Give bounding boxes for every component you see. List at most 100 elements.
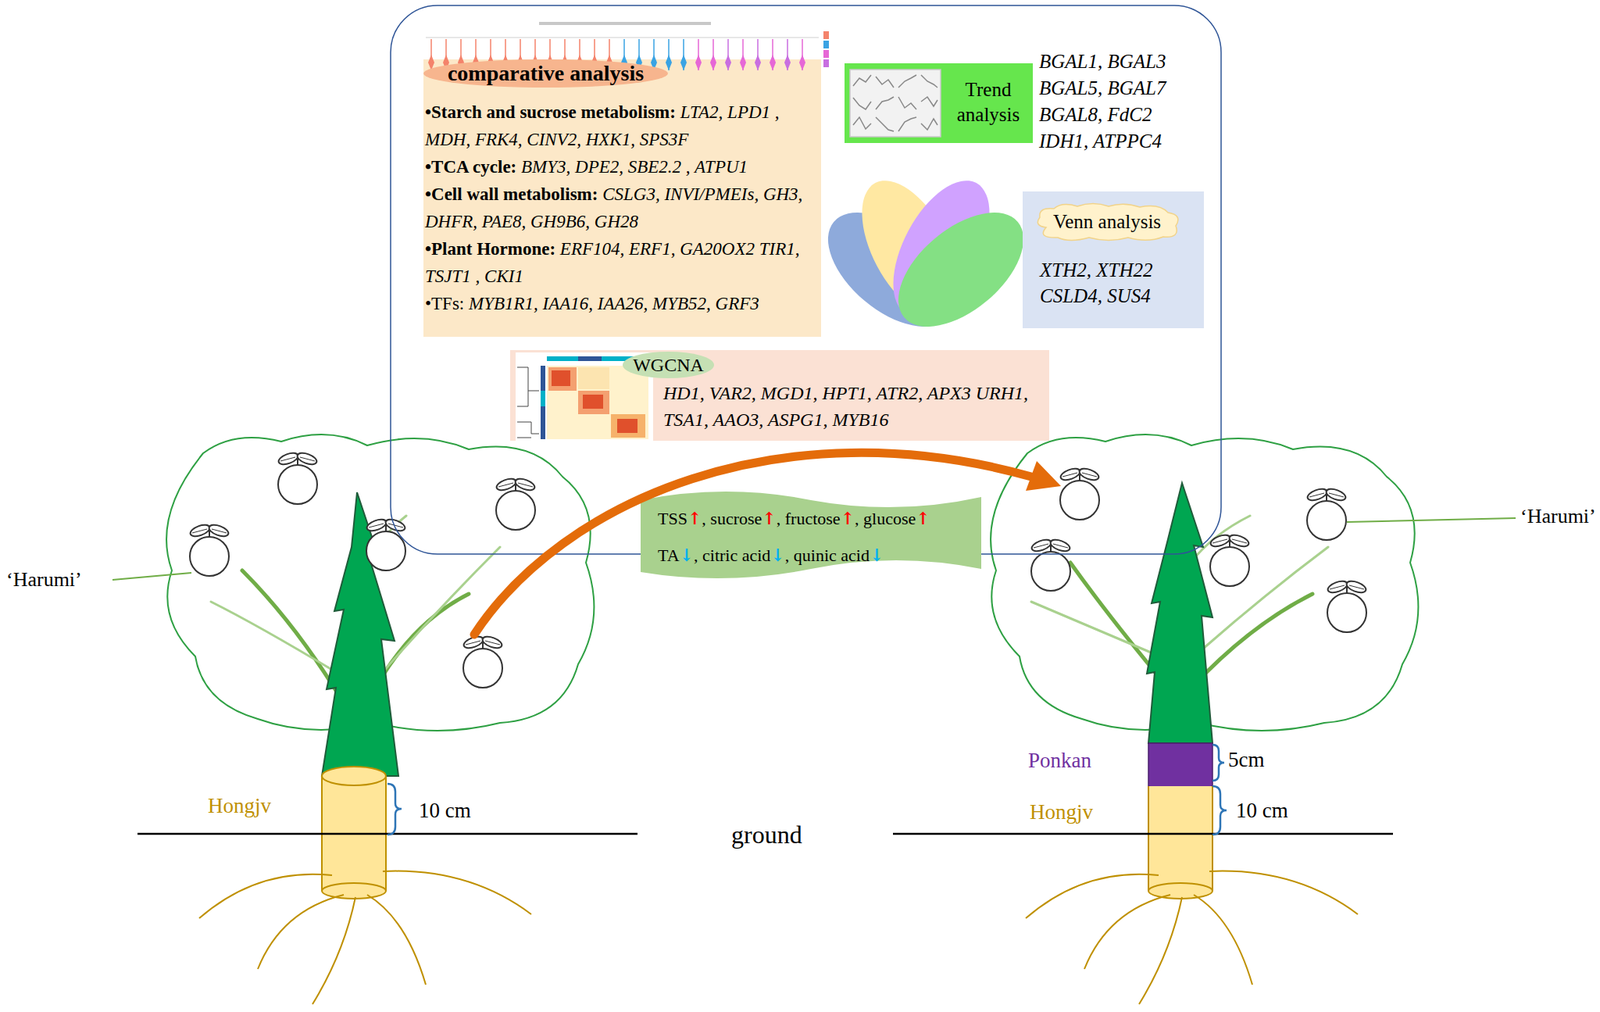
left-branches <box>210 601 336 672</box>
bullet-heading: •TCA cycle: <box>425 157 517 177</box>
dimension-label: 5cm <box>1228 747 1265 772</box>
cultivar-label: ‘Harumi’ <box>6 567 83 592</box>
bullet-heading: •Cell wall metabolism: <box>425 184 598 204</box>
left-rootstock <box>321 882 386 899</box>
venn-heading-text: Venn analysis <box>1030 202 1184 242</box>
panel-heading-outline <box>423 59 668 88</box>
comparative-panel-label: •TFs: MYB1R1, IAA16, IAA26, MYB52, GRF3 <box>425 289 822 318</box>
violin-plot-thumbnail <box>425 37 819 39</box>
venn-heading: Venn analysis <box>1030 202 1184 242</box>
bullet-heading: •Starch and sucrose metabolism: <box>425 102 676 122</box>
trait-banner-shape <box>640 487 982 582</box>
wgcna-heading-label: WGCNA <box>632 354 704 376</box>
trait-banner-outline <box>640 491 982 579</box>
trait-banner-label: TSS↑, sucrose↑, fructose↑, glucose↑ <box>657 500 982 537</box>
wgcna-box-label: HD1, VAR2, MGD1, HPT1, ATR2, APX3 URH1, … <box>663 379 1043 433</box>
fruits <box>1030 537 1072 591</box>
results-frame <box>390 5 1222 554</box>
left-roots <box>199 874 333 918</box>
decrease-arrow: ↓ <box>869 544 884 565</box>
violin-plot-thumbnail <box>823 59 829 68</box>
fruits <box>462 634 504 688</box>
fruits <box>1326 578 1368 633</box>
venn-box-text: XTH2, XTH22 CSLD4, SUS4 <box>1039 257 1189 309</box>
right-branches <box>1031 601 1161 657</box>
interstock-label: Ponkan <box>1028 748 1092 773</box>
increase-arrow: ↑ <box>915 507 930 529</box>
panel-heading: comparative analysis <box>423 59 668 88</box>
leader-lines <box>1346 517 1516 522</box>
fruits <box>365 517 408 571</box>
comparative-panel-label: •Cell wall metabolism: CSLG3, INVI/PMEIs… <box>425 180 822 236</box>
right-roots <box>1139 896 1183 1004</box>
violin-plot-thumbnail <box>823 40 829 49</box>
trait-text: , citric acid <box>693 545 771 565</box>
dimension-brackets <box>1212 744 1225 781</box>
trait-text: TA <box>657 545 680 565</box>
venn-heading-label: Venn analysis <box>1053 210 1161 233</box>
wgcna-heading-outline <box>622 351 715 379</box>
violin-plot-thumbnail <box>823 31 829 40</box>
trait-banner-label: TA↓, citric acid↓, quinic acid↓ <box>657 536 982 574</box>
trait-text: , sucrose <box>701 508 762 529</box>
dimension-brackets <box>387 783 402 835</box>
fruits <box>495 476 537 530</box>
venn-diagram <box>807 165 1044 349</box>
left-roots <box>312 896 356 1004</box>
rootstock-label: Hongjv <box>1029 800 1093 825</box>
gene-names: BMY3, DPE2, SBE2.2 , ATPU1 <box>516 157 748 177</box>
comparative-panel-label: •Starch and sucrose metabolism: LTA2, LP… <box>425 98 822 154</box>
trait-text: TSS <box>657 508 688 529</box>
fruits <box>1209 532 1251 586</box>
increase-arrow: ↑ <box>761 507 776 529</box>
panel-heading-text: comparative analysis <box>423 59 668 88</box>
right-rootstock <box>1211 785 1214 891</box>
decrease-arrow: ↓ <box>770 544 785 565</box>
left-rootstock <box>321 766 386 786</box>
left-roots <box>199 871 532 1004</box>
wgcna-box-text: HD1, VAR2, MGD1, HPT1, ATR2, APX3 URH1, … <box>663 379 1043 433</box>
venn-diagram <box>878 190 1044 349</box>
violin-plot-thumbnail <box>823 50 829 58</box>
violin-plot-thumbnail <box>539 21 711 25</box>
venn-box: XTH2, XTH22 CSLD4, SUS4 Venn analysis <box>1022 191 1204 329</box>
right-scion-trunk <box>1148 742 1213 791</box>
fruits <box>1306 486 1348 540</box>
decrease-arrow: ↓ <box>679 544 694 565</box>
venn-box-label: XTH2, XTH22 CSLD4, SUS4 <box>1039 257 1189 309</box>
right-scion-trunk <box>1146 482 1213 791</box>
comparative-panel-label: •Plant Hormone: ERF104, ERF1, GA20OX2 TI… <box>425 235 822 290</box>
dimension-brackets <box>1212 785 1227 835</box>
right-roots <box>1193 894 1253 985</box>
wgcna-box: HD1, VAR2, MGD1, HPT1, ATR2, APX3 URH1, … <box>510 350 1050 441</box>
right-rootstock <box>1148 882 1213 899</box>
ground-label: ground <box>731 820 803 850</box>
right-roots <box>1025 874 1159 918</box>
trait-text: , fructose <box>776 508 841 529</box>
fruits <box>189 522 231 576</box>
ground-line <box>892 832 1393 836</box>
gene-names: MYB1R1, IAA16, IAA26, MYB52, GRF3 <box>464 293 760 314</box>
panel-heading-label: comparative analysis <box>447 60 644 86</box>
trait-banner-text: TSS↑, sucrose↑, fructose↑, glucose↑TA↓, … <box>657 500 982 574</box>
bullet-heading: •Plant Hormone: <box>425 239 556 259</box>
comparative-panel-text: •Starch and sucrose metabolism: LTA2, LP… <box>425 98 822 318</box>
transfer-arrow <box>474 452 1061 635</box>
transfer-arrow <box>474 452 1032 635</box>
trait-banner: TSS↑, sucrose↑, fructose↑, glucose↑TA↓, … <box>640 487 982 582</box>
trend-box: Trend analysis <box>844 63 1033 143</box>
cultivar-label: ‘Harumi’ <box>1520 504 1597 529</box>
venn-heading-outline <box>1037 203 1179 241</box>
wgcna-heading: WGCNA <box>622 351 715 379</box>
transfer-arrow <box>1025 460 1061 491</box>
trend-box-label: Trend analysis <box>946 77 1031 128</box>
results-frame <box>390 5 1222 554</box>
rootstock-label: Hongjv <box>207 793 272 818</box>
dimension-label: 10 cm <box>1235 798 1289 823</box>
fruits <box>1059 466 1101 520</box>
trend-box-text: Trend analysis <box>946 77 1031 128</box>
left-roots <box>367 894 426 985</box>
comparative-panel-label: •TCA cycle: BMY3, DPE2, SBE2.2 , ATPU1 <box>425 153 822 181</box>
right-scion-trunk <box>1146 482 1213 743</box>
